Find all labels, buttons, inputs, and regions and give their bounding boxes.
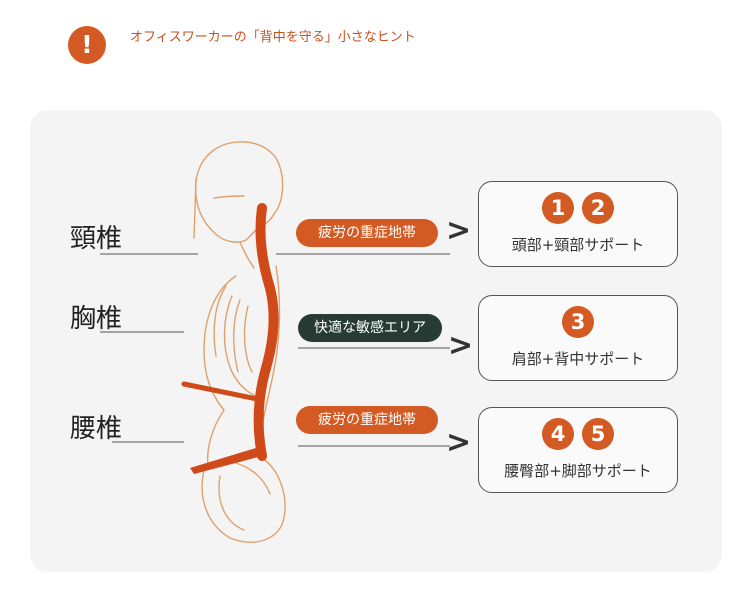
page-title: オフィスワーカーの「背中を守る」小さなヒント — [130, 30, 416, 45]
arrow-right-icon: > — [446, 213, 472, 248]
support-card-waist: 4 5 腰臀部+脚部サポート — [478, 407, 678, 493]
number-badge: 2 — [582, 192, 614, 224]
arrow-right-icon: > — [448, 328, 474, 363]
exclamation-icon: ! — [68, 26, 106, 64]
support-label: 肩部+背中サポート — [511, 350, 645, 368]
support-label: 腰臀部+脚部サポート — [504, 462, 652, 480]
fatigue-zone-tag: 疲労の重症地帯 — [296, 406, 438, 434]
fatigue-zone-tag: 疲労の重症地帯 — [296, 219, 438, 247]
thoracic-spine-label: 胸椎 — [70, 304, 123, 334]
cervical-spine-label: 頸椎 — [70, 224, 123, 254]
arrow-right-icon: > — [446, 425, 472, 460]
number-badge: 1 — [542, 192, 574, 224]
support-label: 頭部+頸部サポート — [511, 236, 645, 254]
number-badge: 4 — [542, 418, 574, 450]
lumbar-spine-label: 腰椎 — [70, 414, 123, 444]
number-badge: 5 — [582, 418, 614, 450]
support-card-back: 3 肩部+背中サポート — [478, 295, 678, 381]
support-card-neck: 1 2 頭部+頸部サポート — [478, 181, 678, 267]
number-badge: 3 — [562, 306, 594, 338]
header: ! オフィスワーカーの「背中を守る」小さなヒント — [68, 24, 448, 68]
comfort-zone-tag: 快適な敏感エリア — [298, 314, 442, 342]
